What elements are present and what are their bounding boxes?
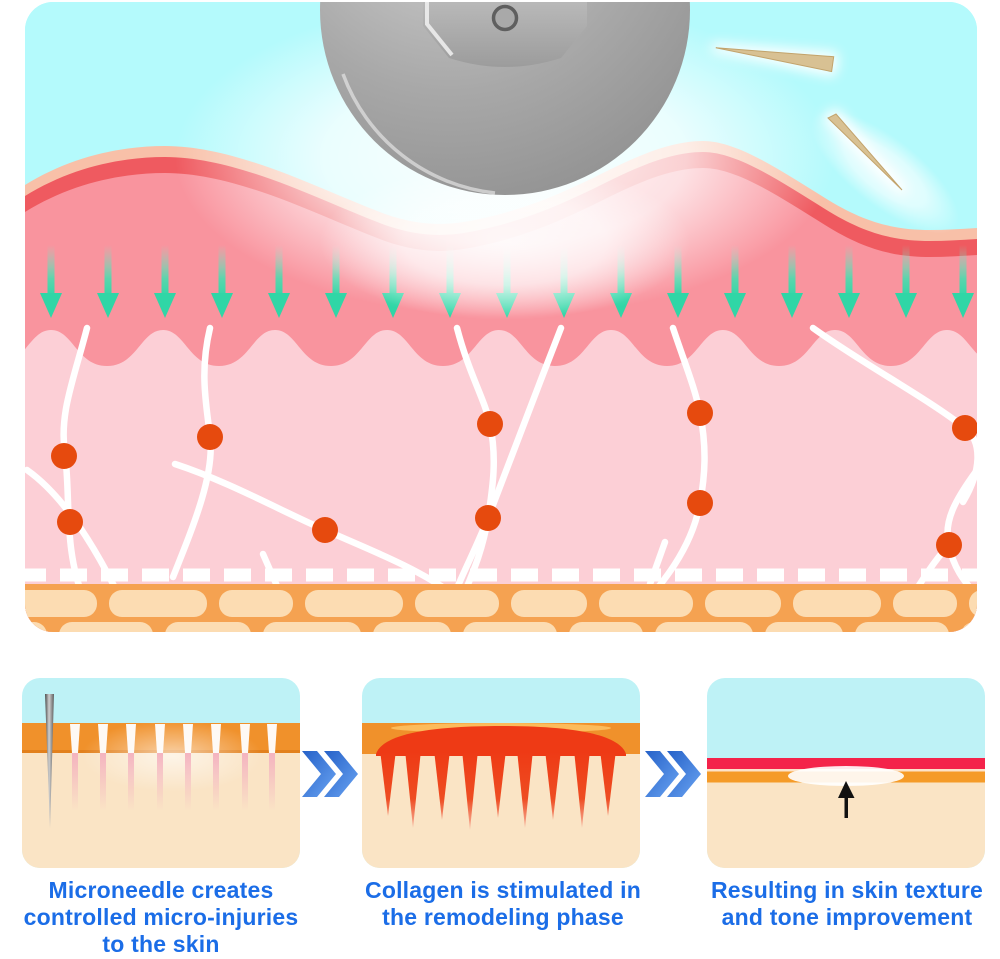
caption-line: to the skin	[102, 931, 220, 957]
roller-wheel	[320, 2, 690, 195]
subcutaneous-layer	[25, 584, 977, 632]
roller-needles	[178, 2, 907, 195]
fibroblast-dots	[51, 400, 977, 558]
caption-line: Collagen is stimulated in	[365, 877, 641, 903]
microneedle	[45, 694, 54, 828]
caption-line: Microneedle creates	[48, 877, 274, 903]
hub-screw-icon	[491, 4, 519, 32]
step-3-result-panel	[707, 678, 985, 868]
step-2-caption: Collagen is stimulated in the remodeling…	[343, 877, 663, 931]
step-1-microneedle-panel	[22, 678, 300, 868]
caption-line: Resulting in skin texture	[710, 877, 984, 903]
double-chevron-right-icon	[645, 751, 703, 797]
step-2-collagen-panel	[362, 678, 640, 868]
stimulated-collagen	[376, 726, 626, 830]
panel3-red-band	[707, 758, 985, 769]
caption-line: controlled micro-injuries	[23, 904, 299, 930]
micro-injury-channels	[70, 724, 277, 811]
double-chevron-right-icon	[302, 751, 360, 797]
skin-cross-section-illustration	[25, 2, 977, 632]
step-3-caption: Resulting in skin texture and tone impro…	[687, 877, 1000, 931]
roller-hub	[423, 2, 587, 67]
caption-line: and tone improvement	[721, 904, 973, 930]
improvement-arrow-icon	[838, 781, 855, 818]
caption-line: the remodeling phase	[382, 904, 624, 930]
step-1-caption: Microneedle creates controlled micro-inj…	[1, 877, 321, 958]
